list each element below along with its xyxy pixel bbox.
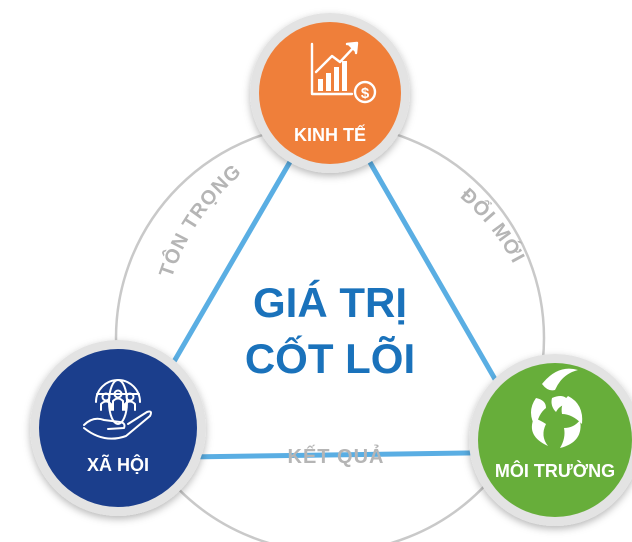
growth-chart-dollar-icon: $ [310, 41, 377, 104]
node-environment: MÔI TRƯỜNG [469, 354, 632, 526]
arc-label-innovation: ĐỔI MỚI [456, 184, 529, 267]
arc-label-results: KẾT QUẢ [288, 445, 385, 468]
node-economy-label: KINH TẾ [294, 124, 366, 145]
center-title-line2: CỐT LÕI [245, 334, 415, 382]
node-environment-label: MÔI TRƯỜNG [495, 460, 615, 481]
svg-text:$: $ [361, 85, 370, 102]
node-society-label: XÃ HỘI [87, 454, 149, 475]
node-society: XÃ HỘI [30, 340, 206, 516]
center-title-line1: GIÁ TRỊ [253, 279, 407, 326]
leaf-cycle-icon [531, 368, 583, 448]
center-triangle [115, 90, 540, 461]
globe-people-hand-icon [83, 379, 152, 440]
node-economy: $ KINH TẾ [250, 13, 410, 173]
